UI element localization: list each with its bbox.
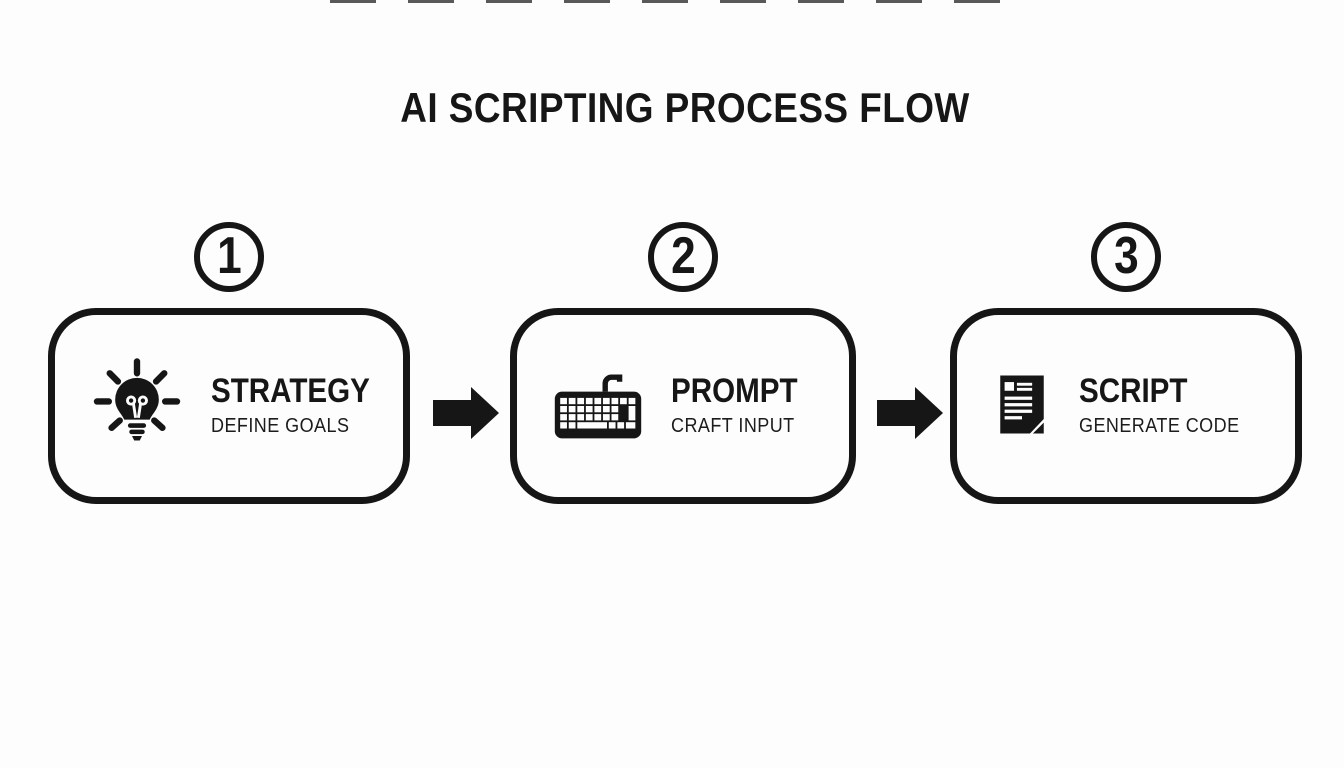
step-number-badge: 1 [194,222,264,292]
step-sublabel: DEFINE GOALS [211,415,350,438]
step-prompt: 2 PROMPT CRAFT INPUT [510,222,856,504]
top-edge-artifact [330,0,1010,3]
diagram-title: AI SCRIPTING PROCESS FLOW [400,84,970,131]
arrow-right-icon [877,387,943,439]
step-label: PROMPT [671,371,798,410]
step-script: 3 SCRIPT [950,222,1302,504]
step-strategy: 1 [48,222,410,504]
step-number-badge: 3 [1091,222,1161,292]
step-number-badge: 2 [648,222,718,292]
lightbulb-icon [91,356,183,456]
step-box: PROMPT CRAFT INPUT [510,308,856,504]
step-box: SCRIPT GENERATE CODE [950,308,1302,504]
step-number: 1 [216,227,242,285]
step-number: 3 [1113,227,1139,285]
arrow-right-icon [433,387,499,439]
document-icon [993,366,1051,446]
step-sublabel: GENERATE CODE [1079,415,1240,438]
step-box: STRATEGY DEFINE GOALS [48,308,410,504]
step-number: 2 [670,227,696,285]
step-sublabel: CRAFT INPUT [671,415,795,438]
step-label: SCRIPT [1079,371,1188,410]
step-label: STRATEGY [211,371,370,410]
keyboard-icon [553,370,643,442]
